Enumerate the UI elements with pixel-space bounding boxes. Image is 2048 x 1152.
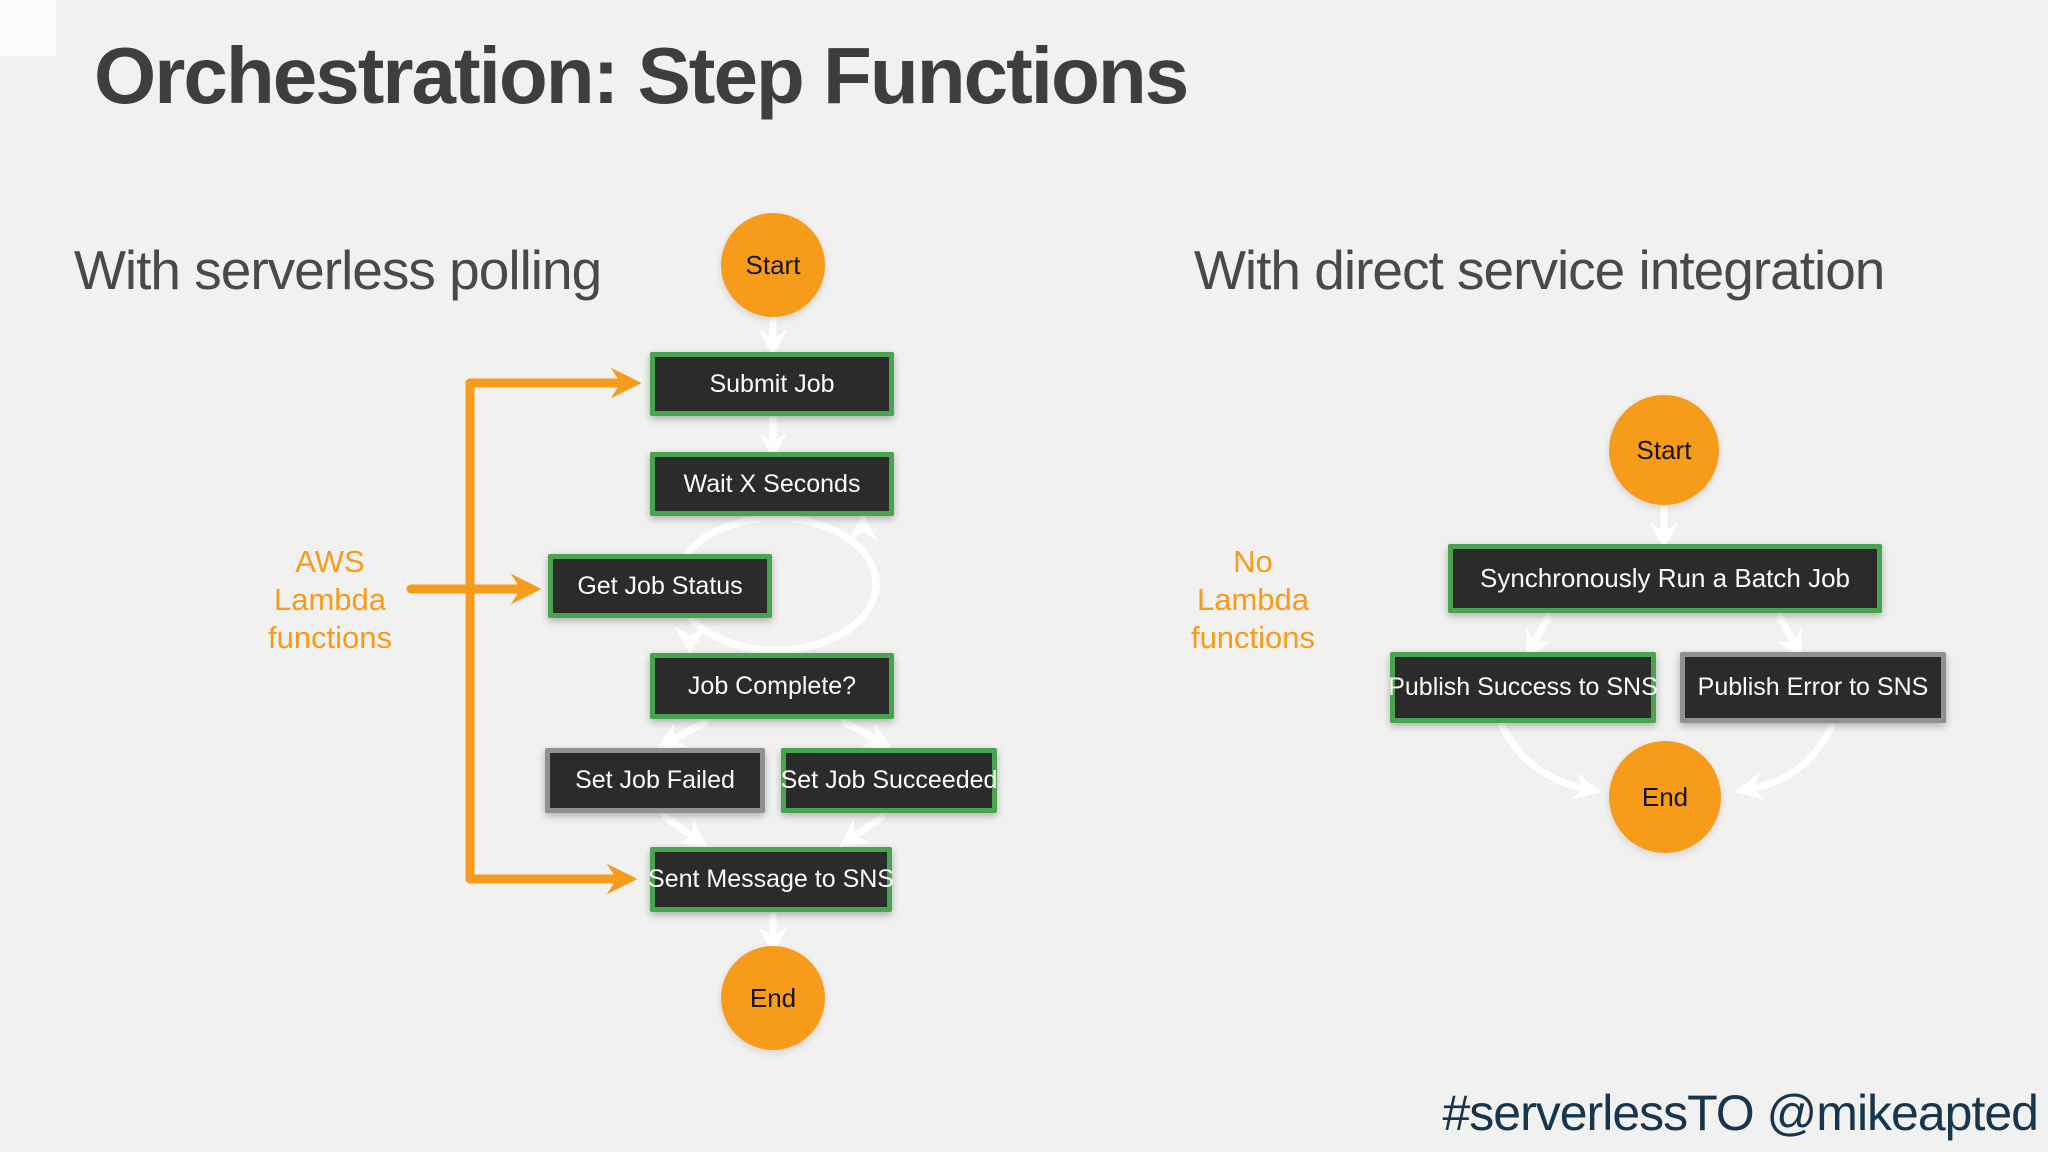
right-flow-arrows — [1498, 504, 1836, 801]
no-lambda-label: No Lambda functions — [1128, 543, 1378, 657]
sent-message-to-sns-node: Sent Message to SNS — [648, 847, 894, 912]
left-flow-arrows — [656, 309, 893, 956]
left-heading: With serverless polling — [74, 239, 602, 301]
aws-lambda-label-line3: functions — [267, 620, 393, 655]
get-job-status-node: Get Job Status — [548, 554, 772, 618]
no-lambda-label-line1: No — [1233, 544, 1273, 579]
job-complete-node: Job Complete? — [650, 653, 894, 719]
publish-success-node: Publish Success to SNS — [1388, 652, 1658, 723]
aws-lambda-label: AWS Lambda functions — [205, 543, 455, 657]
no-lambda-label-line3: functions — [1190, 620, 1316, 655]
aws-lambda-label-line1: AWS — [295, 544, 365, 579]
publish-error-node: Publish Error to SNS — [1680, 652, 1946, 723]
set-job-succeeded-node: Set Job Succeeded — [781, 748, 997, 813]
set-job-failed-node: Set Job Failed — [545, 748, 765, 813]
right-end-node: End — [1609, 741, 1721, 853]
left-end-node: End — [721, 946, 825, 1050]
run-batch-job-node: Synchronously Run a Batch Job — [1448, 544, 1882, 613]
footer-social-handle: #serverlessTO @mikeapted — [1442, 1085, 2039, 1141]
right-heading: With direct service integration — [1194, 239, 1885, 301]
wait-x-seconds-node: Wait X Seconds — [650, 452, 894, 516]
corner-highlight — [0, 0, 56, 56]
submit-job-node: Submit Job — [650, 352, 894, 416]
left-start-node: Start — [721, 213, 825, 317]
lambda-bracket — [406, 367, 642, 895]
right-start-node: Start — [1609, 395, 1719, 505]
no-lambda-label-line2: Lambda — [1196, 582, 1310, 617]
aws-lambda-label-line2: Lambda — [273, 582, 387, 617]
slide-title: Orchestration: Step Functions — [94, 31, 1189, 120]
polling-loop-arrowheads — [675, 514, 878, 654]
